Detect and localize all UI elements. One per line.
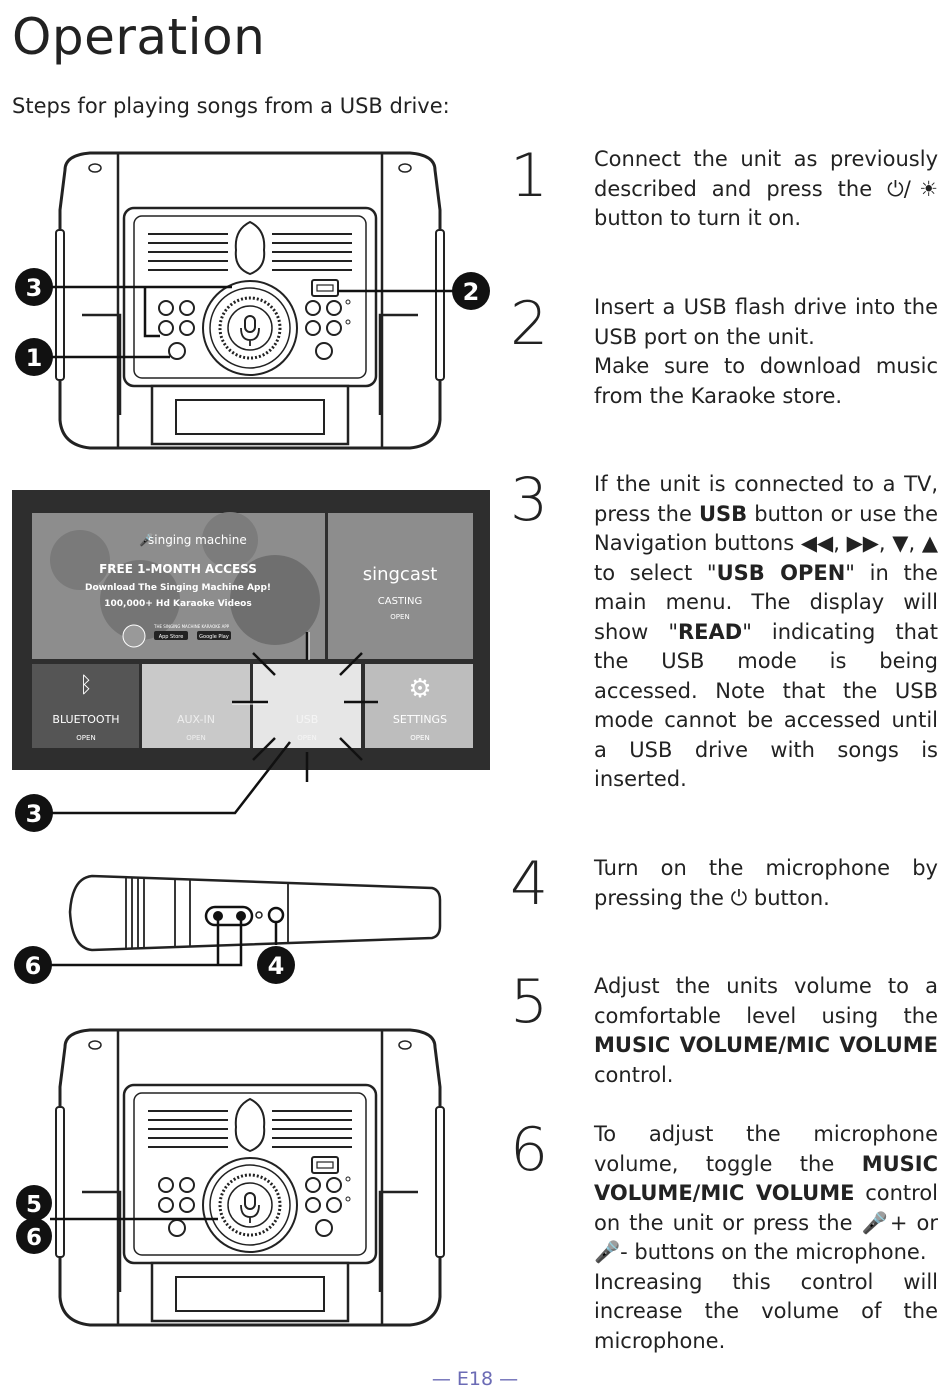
karaoke-unit-bottom-illustration xyxy=(54,1028,446,1327)
callout-2-unit: 2 xyxy=(452,272,490,310)
svg-text:6: 6 xyxy=(25,952,42,980)
svg-text:2: 2 xyxy=(463,278,480,306)
svg-text:Google Play: Google Play xyxy=(199,634,229,640)
page-title: Operation xyxy=(12,8,266,66)
svg-text:OPEN: OPEN xyxy=(410,734,429,742)
callout-5-unit: 5 xyxy=(16,1185,52,1221)
svg-text:5: 5 xyxy=(26,1192,42,1218)
svg-text:OPEN: OPEN xyxy=(390,613,409,621)
svg-text:AUX-IN: AUX-IN xyxy=(177,713,215,726)
svg-text:1: 1 xyxy=(26,344,43,372)
svg-text:CASTING: CASTING xyxy=(378,596,422,607)
step-3-number: 3 xyxy=(510,465,549,535)
svg-text:⚙: ⚙ xyxy=(408,674,431,704)
karaoke-unit-top-illustration xyxy=(54,151,446,450)
svg-text:App Store: App Store xyxy=(159,634,184,640)
callout-4-mic: 4 xyxy=(257,946,295,984)
svg-text:4: 4 xyxy=(268,952,285,980)
step-6-number: 6 xyxy=(510,1115,549,1185)
svg-text:ᛒ: ᛒ xyxy=(79,673,92,698)
svg-text:3: 3 xyxy=(26,274,43,302)
callout-3-tv: 3 xyxy=(15,794,53,832)
step-6-text: To adjust the microphone volume, toggle … xyxy=(594,1122,938,1353)
illustrations: 3 2 1 🎤 singing machine FREE 1-MONTH ACC… xyxy=(12,151,490,1327)
callout-6-mic: 6 xyxy=(14,946,52,984)
step-4-number: 4 xyxy=(510,849,549,919)
step-2-number: 2 xyxy=(510,289,549,359)
svg-text:OPEN: OPEN xyxy=(76,734,95,742)
step-4-text: Turn on the microphone by pressing the ⏻… xyxy=(594,856,938,910)
svg-text:6: 6 xyxy=(26,1225,42,1251)
svg-text:OPEN: OPEN xyxy=(297,734,316,742)
svg-text:100,000+ Hd Karaoke Videos: 100,000+ Hd Karaoke Videos xyxy=(104,599,251,609)
svg-text:singing machine: singing machine xyxy=(148,533,247,547)
microphone-illustration xyxy=(68,874,442,952)
page-subtitle: Steps for playing songs from a USB drive… xyxy=(12,94,450,118)
svg-text:SETTINGS: SETTINGS xyxy=(393,713,447,726)
svg-text:FREE 1-MONTH ACCESS: FREE 1-MONTH ACCESS xyxy=(99,562,257,576)
step-1-number: 1 xyxy=(510,141,549,211)
callout-3-unit: 3 xyxy=(15,268,53,306)
svg-text:BLUETOOTH: BLUETOOTH xyxy=(52,713,119,726)
svg-text:Download The Singing Machine A: Download The Singing Machine App! xyxy=(85,583,271,593)
svg-text:3: 3 xyxy=(26,800,43,828)
svg-text:singcast: singcast xyxy=(363,564,438,585)
tv-menu-screen: 🎤 singing machine FREE 1-MONTH ACCESS Do… xyxy=(12,490,490,782)
svg-text:OPEN: OPEN xyxy=(186,734,205,742)
svg-text:🎤: 🎤 xyxy=(139,532,154,547)
svg-text:THE SINGING MACHINE KARAOKE AP: THE SINGING MACHINE KARAOKE APP xyxy=(153,624,230,629)
callout-1-unit: 1 xyxy=(15,338,53,376)
step-2-text: Insert a USB flash drive into the USB po… xyxy=(594,295,938,408)
step-5-text: Adjust the units volume to a comfortable… xyxy=(594,974,938,1087)
page-number: — E18 — xyxy=(431,1368,519,1390)
callout-6-unit: 6 xyxy=(16,1218,52,1254)
step-5-number: 5 xyxy=(510,967,549,1037)
step-3-text: If the unit is connected to a TV, press … xyxy=(594,472,939,791)
step-1-text: Connect the unit as previously described… xyxy=(594,147,938,230)
svg-text:USB: USB xyxy=(296,713,319,726)
